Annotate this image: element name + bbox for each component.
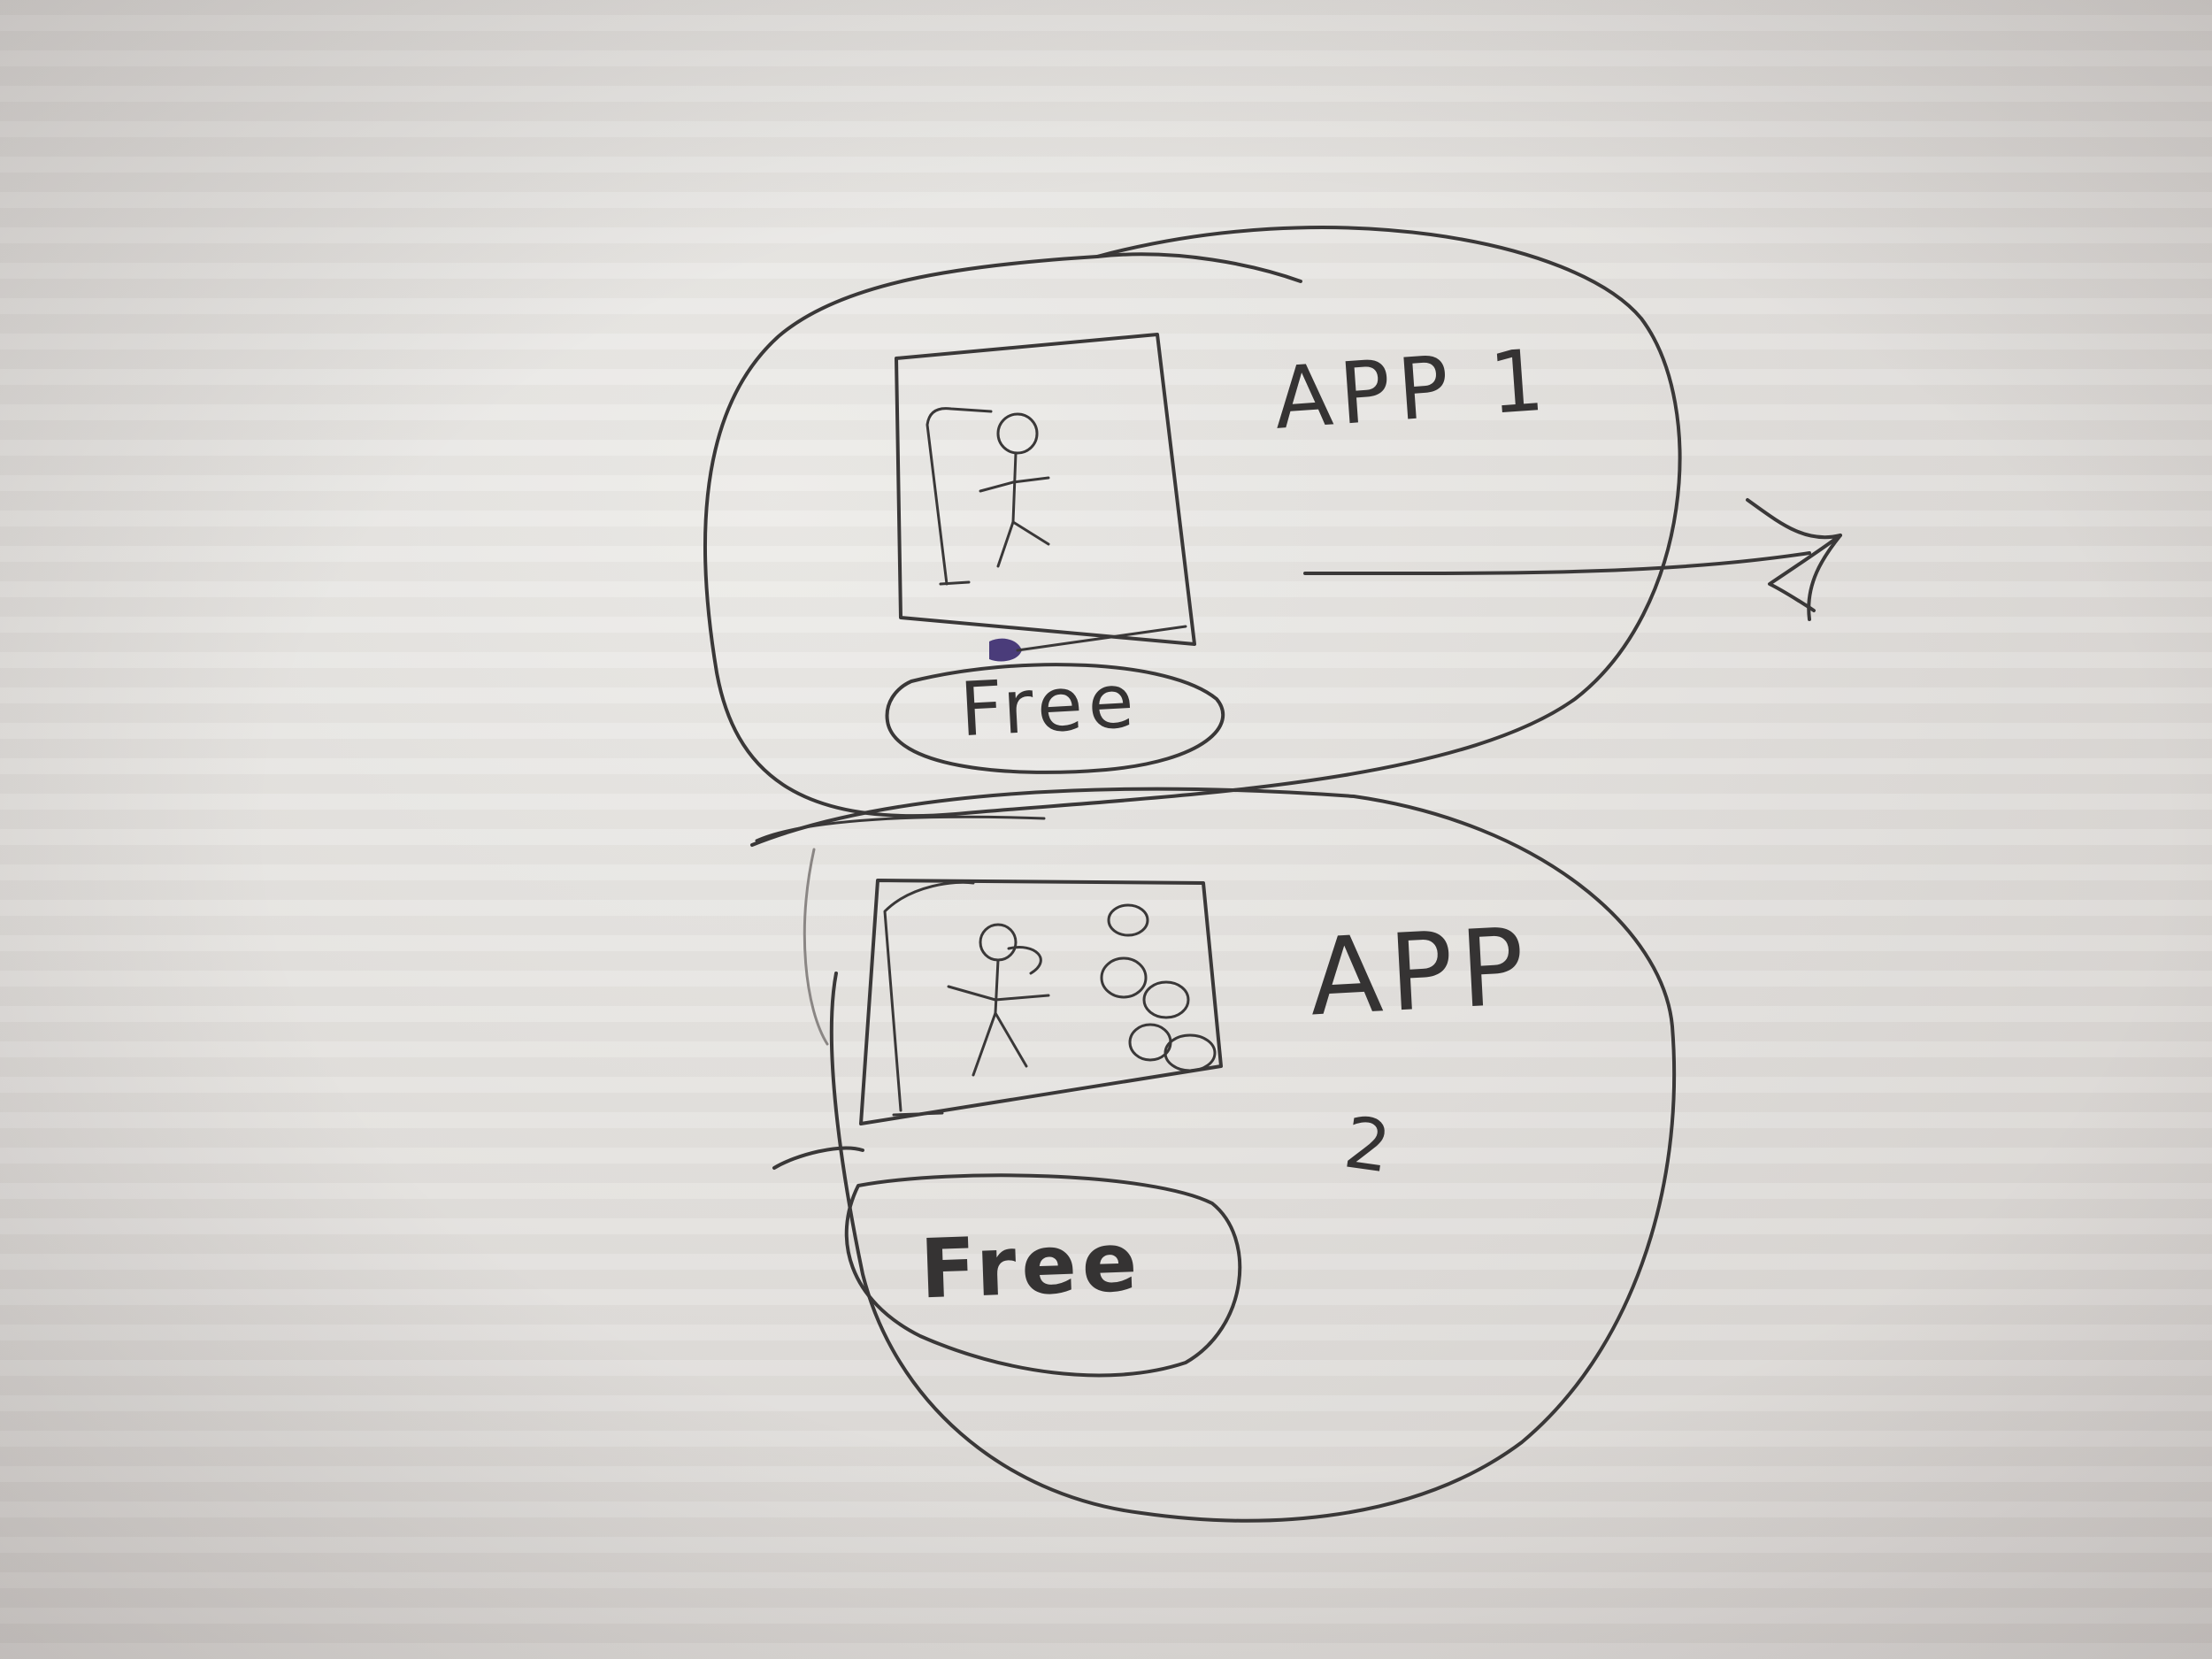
app-2-free-label[interactable]: Free (918, 1214, 1144, 1317)
app-2-title: APP (1306, 905, 1535, 1041)
app-2-thumbnail (859, 879, 1223, 1125)
letter-bubbles-icon (1100, 903, 1217, 1072)
app-1-free-label[interactable]: Free (957, 657, 1141, 754)
app-2-subtitle: 2 (1339, 1101, 1403, 1190)
pencil-stroke (1016, 625, 1187, 652)
app-1-title: APP 1 (1271, 330, 1555, 449)
app-2-free-button[interactable] (844, 1173, 1242, 1378)
arrow-right-icon (1303, 498, 1842, 621)
app-1-card[interactable] (703, 226, 1682, 818)
app-1-thumbnail (895, 333, 1196, 646)
stick-figure-icon (979, 412, 1050, 568)
app-1-free-button[interactable] (885, 663, 1225, 774)
separator-stroke (755, 815, 1046, 842)
ink-smudge (989, 638, 1022, 662)
app-2-card[interactable] (750, 787, 1677, 1523)
stick-figure-icon (947, 923, 1050, 1077)
